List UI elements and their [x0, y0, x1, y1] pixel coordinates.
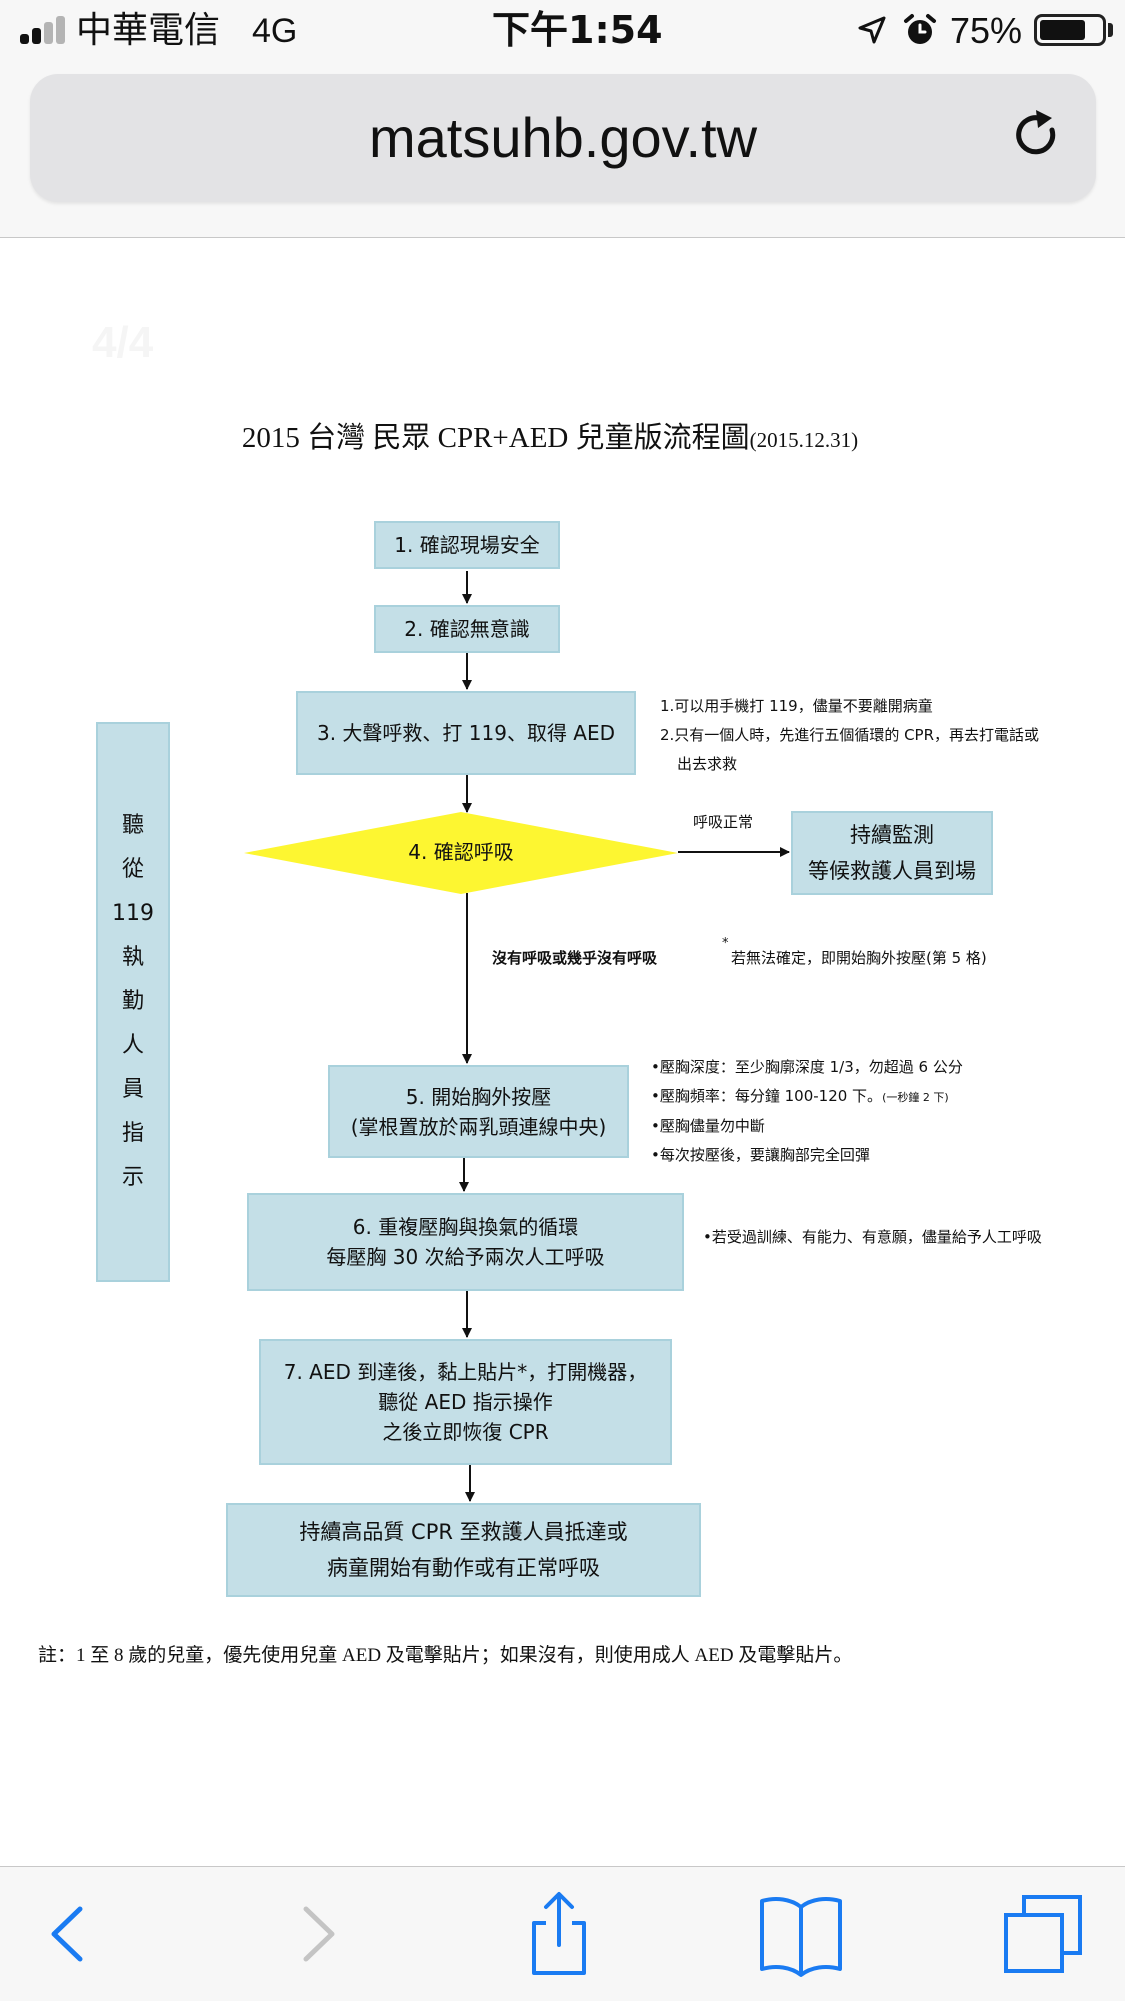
- document-title: 2015 台灣 民眾 CPR+AED 兒童版流程圖(2015.12.31): [0, 420, 1100, 458]
- reload-icon[interactable]: [1010, 106, 1064, 166]
- step-2-box: 2. 確認無意識: [374, 605, 560, 653]
- side-label-char: 員: [121, 1077, 144, 1102]
- step-7-box: 7. AED 到達後，黏上貼片*，打開機器， 聽從 AED 指示操作 之後立即恢…: [259, 1339, 672, 1465]
- browser-address-area: matsuhb.gov.tw: [0, 62, 1125, 238]
- step-5-box: 5. 開始胸外按壓 (掌根置放於兩乳頭連線中央): [328, 1065, 629, 1158]
- step-1-label: 1. 確認現場安全: [394, 533, 540, 557]
- address-bar[interactable]: matsuhb.gov.tw: [30, 74, 1096, 202]
- monitor-line: 等候救護人員到場: [808, 859, 976, 883]
- compression-note-line: •壓胸深度：至少胸廓深度 1/3，勿超過 6 公分: [651, 1058, 963, 1076]
- call-note-line: 出去求救: [677, 755, 738, 773]
- no-breathing-label: 沒有呼吸或幾乎沒有呼吸: [492, 949, 658, 967]
- forward-icon[interactable]: [272, 1889, 362, 1979]
- side-label-char: 執: [121, 945, 144, 970]
- step-7-line: 聽從 AED 指示操作: [378, 1390, 553, 1414]
- network-type: 4G: [252, 12, 298, 50]
- side-label-char: 119: [112, 901, 154, 926]
- side-label-char: 從: [121, 857, 144, 882]
- uncertain-mark: *: [722, 936, 729, 951]
- bookmarks-icon[interactable]: [756, 1889, 846, 1979]
- step-6-line: 每壓胸 30 次給予兩次人工呼吸: [326, 1245, 605, 1269]
- step-2-label: 2. 確認無意識: [404, 617, 530, 641]
- step-5-line: (掌根置放於兩乳頭連線中央): [350, 1114, 607, 1139]
- compression-note-line: •每次按壓後，要讓胸部完全回彈: [651, 1146, 870, 1164]
- step-7-line: 之後立即恢復 CPR: [382, 1420, 549, 1444]
- side-instruction-box: 聽 從 119 執 勤 人 員 指 示: [96, 722, 170, 1282]
- step-8-line: 病童開始有動作或有正常呼吸: [327, 1556, 600, 1580]
- url-text[interactable]: matsuhb.gov.tw: [368, 106, 758, 169]
- call-note-line: 2.只有一個人時，先進行五個循環的 CPR，再去打電話或: [660, 726, 1040, 744]
- call-note-line: 1.可以用手機打 119，儘量不要離開病童: [660, 697, 933, 715]
- compression-rate-text: •壓胸頻率：每分鐘 100-120 下。: [651, 1087, 883, 1105]
- title-date: (2015.12.31): [749, 428, 859, 452]
- carrier-name: 中華電信: [76, 10, 221, 51]
- step-1-box: 1. 確認現場安全: [374, 521, 560, 569]
- compression-rate-small: (一秒鐘 2 下): [882, 1091, 949, 1104]
- status-bar: 中華電信 4G 下午1:54 75%: [0, 0, 1125, 62]
- browser-toolbar: [0, 1866, 1125, 2001]
- status-time: 下午1:54: [492, 8, 663, 52]
- back-icon[interactable]: [24, 1889, 114, 1979]
- compression-note-line: •壓胸儘量勿中斷: [651, 1117, 765, 1135]
- step-4-diamond: [244, 812, 678, 894]
- call-notes: 1.可以用手機打 119，儘量不要離開病童 2.只有一個人時，先進行五個循環的 …: [660, 692, 1039, 779]
- side-label-char: 示: [121, 1165, 144, 1190]
- footnote: 註：1 至 8 歲的兒童，優先使用兒童 AED 及電擊貼片；如果沒有，則使用成人…: [38, 1645, 853, 1666]
- battery-percentage: 75%: [950, 10, 1023, 51]
- compression-notes: •壓胸深度：至少胸廓深度 1/3，勿超過 6 公分 •壓胸頻率：每分鐘 100-…: [651, 1053, 963, 1170]
- title-text: 2015 台灣 民眾 CPR+AED 兒童版流程圖: [241, 422, 750, 454]
- rescue-breath-note: •若受過訓練、有能力、有意願，儘量給予人工呼吸: [703, 1228, 1042, 1246]
- side-label-char: 人: [121, 1033, 144, 1058]
- tabs-icon[interactable]: [998, 1889, 1088, 1979]
- step-5-line: 5. 開始胸外按壓: [405, 1084, 552, 1109]
- location-arrow-icon: [858, 16, 886, 44]
- monitor-box: 持續監測 等候救護人員到場: [791, 811, 993, 895]
- alarm-clock-icon: [904, 14, 936, 44]
- battery-level-fill: [1040, 20, 1085, 40]
- step-6-line: 6. 重複壓胸與換氣的循環: [352, 1215, 579, 1239]
- step-8-box: 持續高品質 CPR 至救護人員抵達或 病童開始有動作或有正常呼吸: [226, 1503, 701, 1597]
- side-label-char: 勤: [121, 989, 144, 1014]
- signal-strength-icon: [20, 16, 66, 44]
- uncertain-note: 若無法確定，即開始胸外按壓(第 5 格): [731, 949, 987, 967]
- step-4-label: 4. 確認呼吸: [408, 840, 514, 864]
- normal-breathing-label: 呼吸正常: [693, 813, 754, 831]
- side-label-char: 指: [121, 1121, 144, 1146]
- side-label-char: 聽: [121, 813, 144, 838]
- step-7-line: 7. AED 到達後，黏上貼片*，打開機器，: [283, 1360, 648, 1384]
- monitor-line: 持續監測: [850, 823, 934, 847]
- step-6-box: 6. 重複壓胸與換氣的循環 每壓胸 30 次給予兩次人工呼吸: [247, 1193, 684, 1291]
- compression-note-line: •壓胸頻率：每分鐘 100-120 下。(一秒鐘 2 下): [651, 1082, 963, 1112]
- share-icon[interactable]: [514, 1889, 604, 1979]
- step-8-line: 持續高品質 CPR 至救護人員抵達或: [299, 1520, 628, 1544]
- battery-icon: [1034, 14, 1106, 46]
- battery-tip: [1108, 23, 1113, 37]
- step-3-label: 3. 大聲呼救、打 119、取得 AED: [316, 721, 616, 745]
- step-3-box: 3. 大聲呼救、打 119、取得 AED: [296, 691, 636, 775]
- page-number: 4/4: [92, 318, 154, 367]
